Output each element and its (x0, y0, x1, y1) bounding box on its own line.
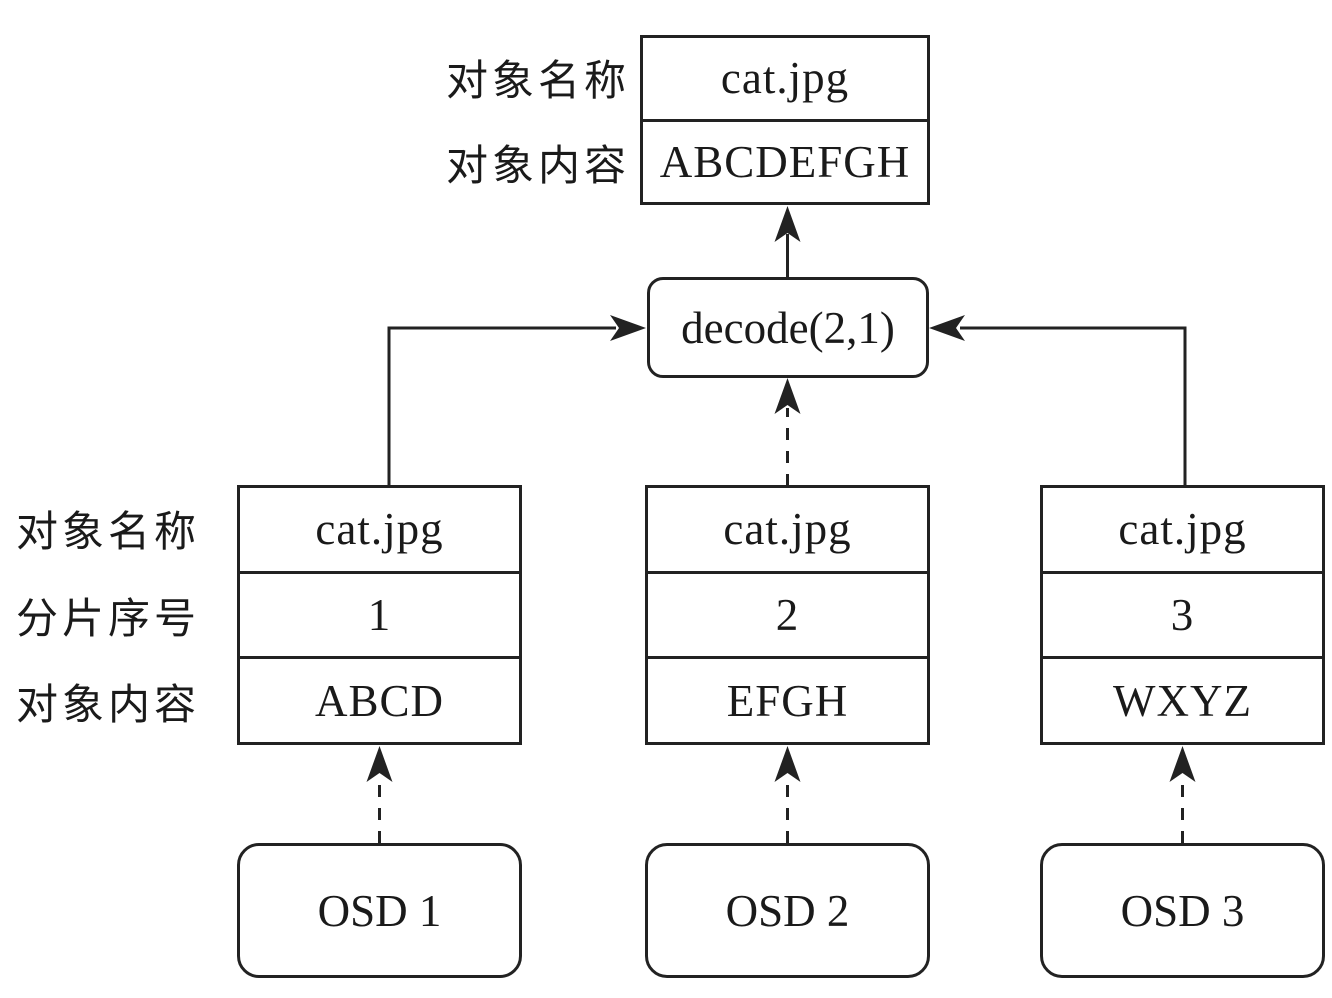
arrow-shard3-to-decode (929, 315, 1187, 486)
shard-label-column: 对象名称 分片序号 对象内容 (0, 485, 200, 745)
shard-content-label: 对象内容 (15, 683, 200, 730)
shard1-content: ABCD (314, 675, 445, 726)
shard2-name: cat.jpg (648, 488, 927, 574)
shard2-table: cat.jpg 2 EFGH (645, 485, 930, 745)
osd2-node: OSD 2 (645, 843, 930, 978)
shard2-content: EFGH (726, 675, 849, 726)
result-content-label: 对象内容 (445, 144, 630, 190)
result-object-name: cat.jpg (643, 38, 927, 122)
arrow-decode-to-result (774, 206, 801, 277)
arrow-osd1-to-shard1-dashed (366, 746, 393, 843)
osd1-node: OSD 1 (237, 843, 522, 978)
shard1-table: cat.jpg 1 ABCD (237, 485, 522, 745)
result-object-content: ABCDEFGH (659, 136, 911, 187)
arrow-shard1-to-decode (387, 315, 646, 486)
arrow-osd2-to-shard2-dashed (774, 746, 801, 843)
decode-node: decode(2,1) (647, 277, 929, 378)
result-object-table: cat.jpg ABCDEFGH (640, 35, 930, 205)
arrow-osd3-to-shard3-dashed (1169, 746, 1196, 843)
result-name-label: 对象名称 (445, 59, 630, 105)
shard3-table: cat.jpg 3 WXYZ (1040, 485, 1325, 745)
shard1-name: cat.jpg (240, 488, 519, 574)
shard2-index: 2 (648, 574, 927, 660)
shard1-index: 1 (240, 574, 519, 660)
osd3-label: OSD 3 (1120, 885, 1245, 936)
shard3-name: cat.jpg (1043, 488, 1322, 574)
osd3-node: OSD 3 (1040, 843, 1325, 978)
shard3-index: 3 (1043, 574, 1322, 660)
shard3-content: WXYZ (1113, 675, 1252, 726)
decode-label: decode(2,1) (681, 302, 895, 353)
osd1-label: OSD 1 (317, 885, 442, 936)
arrow-shard2-to-decode-dashed (774, 378, 801, 486)
osd2-label: OSD 2 (725, 885, 850, 936)
shard-index-label: 分片序号 (15, 596, 200, 643)
result-label-column: 对象名称 对象内容 (400, 35, 630, 205)
shard-name-label: 对象名称 (15, 509, 200, 556)
